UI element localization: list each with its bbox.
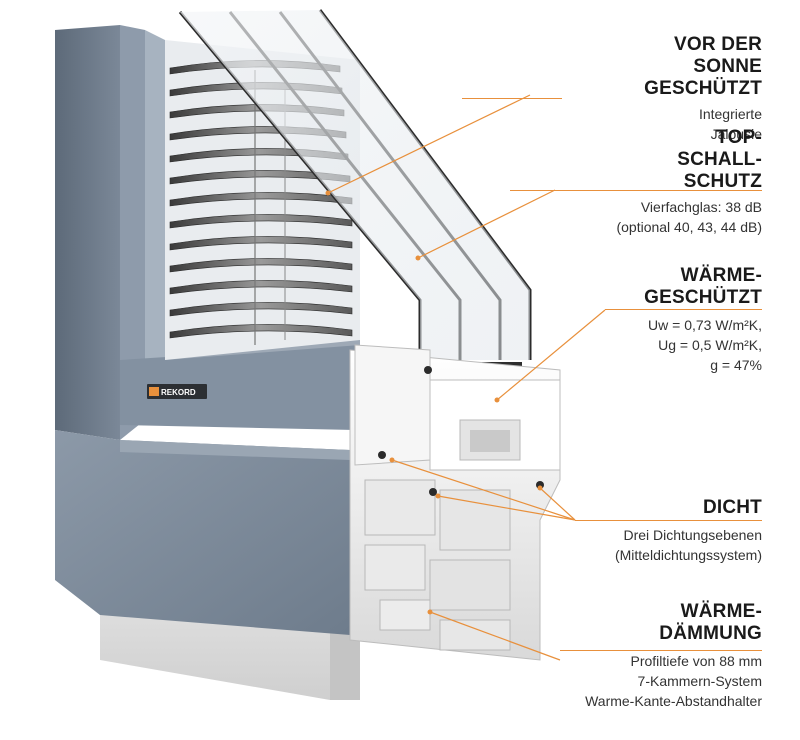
heading-line: DÄMMUNG (659, 623, 762, 644)
callout-heat-protection: WÄRME- GESCHÜTZT Uw = 0,73 W/m²K, Ug = 0… (644, 265, 762, 375)
callout-heading: TOP- SCHALL- SCHUTZ (616, 127, 762, 193)
callout-description: Integrierte Jalousie (644, 104, 762, 144)
heading-line: WÄRME- (680, 265, 762, 286)
callout-leaders (325, 94, 606, 661)
callout-insulation: WÄRME- DÄMMUNG Profiltiefe von 88 mm 7-K… (585, 601, 762, 711)
heading-line: GESCHÜTZT (644, 287, 762, 308)
desc-line: Drei Dichtungsebenen (623, 527, 762, 543)
leader-insul (429, 611, 561, 661)
blind-slat (169, 280, 353, 295)
callout-heading: WÄRME- DÄMMUNG (585, 601, 762, 645)
heading-line: WÄRME- (680, 601, 762, 622)
desc-line: Integrierte (698, 106, 762, 122)
heading-line: SCHUTZ (683, 171, 762, 192)
rekord-logo: REKORD (147, 384, 207, 399)
callout-description: Uw = 0,73 W/m²K, Ug = 0,5 W/m²K, g = 47% (644, 315, 762, 375)
desc-line: (optional 40, 43, 44 dB) (616, 219, 762, 235)
desc-line: Warme-Kante-Abstandhalter (585, 693, 762, 709)
svg-text:REKORD: REKORD (161, 388, 196, 397)
callout-description: Profiltiefe von 88 mm 7-Kammern-System W… (585, 651, 762, 711)
blind-slat (169, 236, 353, 251)
heading-line: GESCHÜTZT (644, 78, 762, 99)
callout-heading: DICHT (615, 497, 762, 519)
callout-underline-seal (575, 520, 762, 521)
callout-underline-heat (605, 309, 762, 310)
heading-line: SCHALL- (677, 149, 762, 170)
callout-underline-sound (510, 190, 762, 191)
callout-underline-sun (462, 98, 562, 99)
desc-line: 7-Kammern-System (637, 673, 762, 689)
callout-heading: WÄRME- GESCHÜTZT (644, 265, 762, 309)
callout-heading: VOR DER SONNE GESCHÜTZT (644, 34, 762, 100)
heading-line: VOR DER (674, 34, 762, 55)
callout-sealing: DICHT Drei Dichtungsebenen (Mitteldichtu… (615, 497, 762, 565)
callout-description: Drei Dichtungsebenen (Mitteldichtungssys… (615, 525, 762, 565)
desc-line: (Mitteldichtungssystem) (614, 547, 762, 563)
desc-line: Profiltiefe von 88 mm (630, 653, 763, 669)
blind-slat (169, 324, 353, 339)
quadruple-glazing (178, 9, 532, 360)
callout-sound-protection: TOP- SCHALL- SCHUTZ Vierfachglas: 38 dB … (616, 127, 762, 237)
desc-line: g = 47% (710, 357, 762, 373)
blind-slat (169, 258, 353, 273)
leader-seal-1 (391, 459, 576, 521)
callout-underline-insulation (560, 650, 762, 651)
blind-slat (169, 214, 353, 229)
desc-line: Vierfachglas: 38 dB (640, 199, 762, 215)
leader-heat (496, 309, 606, 401)
callout-sun-protection: VOR DER SONNE GESCHÜTZT Integrierte Jalo… (644, 34, 762, 144)
heading-line: SONNE (693, 56, 762, 77)
callout-description: Vierfachglas: 38 dB (optional 40, 43, 44… (616, 197, 762, 237)
desc-line: Ug = 0,5 W/m²K, (658, 337, 762, 353)
desc-line: Jalousie (710, 126, 762, 142)
leader-seal-2 (437, 495, 576, 521)
leader-seal-3 (539, 487, 576, 521)
leader-sound (417, 189, 556, 259)
heading-line: DICHT (702, 497, 762, 518)
desc-line: Uw = 0,73 W/m²K, (648, 317, 762, 333)
leader-sun (327, 94, 531, 194)
heading-line: TOP- (716, 127, 762, 148)
pvc-profile (349, 344, 561, 661)
blind-slat (169, 302, 353, 317)
